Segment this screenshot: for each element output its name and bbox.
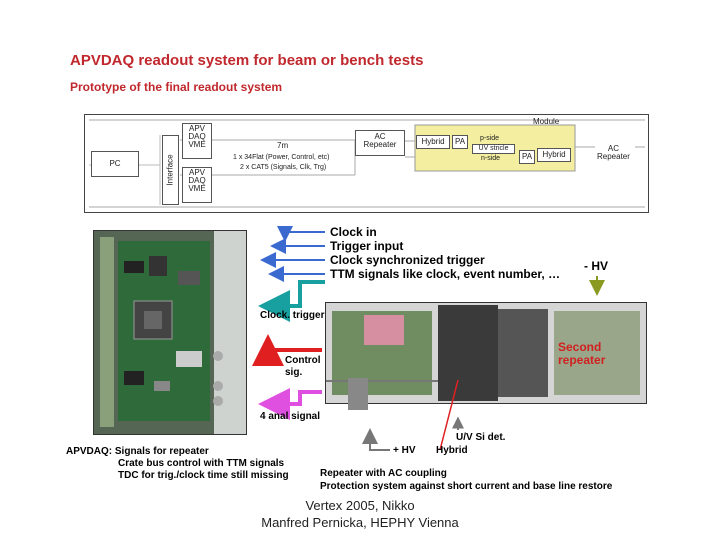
clock-in-label: Clock in — [330, 225, 377, 239]
hybrid-left-box: Hybrid — [416, 135, 450, 149]
bottom-connector — [348, 378, 368, 410]
cable-flat-label: 1 x 34Flat (Power, Control, etc) — [233, 154, 330, 161]
page-subtitle: Prototype of the final readout system — [70, 80, 283, 94]
repeater-illustration — [326, 303, 646, 403]
apvdaq-note-line-3: TDC for trig./clock time still missing — [118, 470, 289, 481]
apvdaq-vme-board-photo — [93, 230, 247, 435]
module-label: Module — [533, 117, 560, 126]
ttm-signals-label: TTM signals like clock, event number, … — [330, 267, 561, 281]
clock-sync-trigger-label: Clock synchronized trigger — [330, 253, 485, 267]
control-signal-label: Control sig. — [285, 355, 321, 378]
minus-hv-label: - HV — [584, 259, 608, 273]
second-repeater-label: Second repeater — [558, 340, 606, 368]
ac-repeater-right-label: AC Repeater — [597, 144, 630, 161]
repeater-note-line-2: Protection system against short current … — [320, 481, 613, 492]
apvdaq-vme-box-2: APV DAQ VME — [182, 167, 212, 203]
pc-box: PC — [91, 151, 139, 177]
cable-cat5-label: 2 x CAT5 (Signals, Clk, Trg) — [240, 164, 327, 171]
hybrid-label: Hybrid — [436, 445, 468, 456]
uv-stricle-box: UV stricle — [472, 144, 515, 154]
repeater-photo: Second repeater — [325, 302, 647, 404]
pa-right-box: PA — [519, 150, 535, 164]
page-title: APVDAQ readout system for beam or bench … — [70, 52, 424, 69]
apvdaq-note-heading: APVDAQ: Signals for repeater — [66, 446, 209, 457]
pa-left-box: PA — [452, 135, 468, 149]
apvdaq-vme-box-1: APV DAQ VME — [182, 123, 212, 159]
ac-repeater-left-box: AC Repeater — [355, 130, 405, 156]
readout-schematic: PC Interface APV DAQ VME APV DAQ VME 7m … — [84, 114, 649, 213]
repeater-note-line-1: Repeater with AC coupling — [320, 468, 447, 479]
cable-length-label: 7m — [277, 141, 289, 150]
plus-hv-label: + HV — [393, 445, 416, 456]
apvdaq-note-line-2: Crate bus control with TTM signals — [118, 458, 285, 469]
hybrid-right-box: Hybrid — [537, 148, 571, 162]
footer-author: Manfred Pernicka, HEPHY Vienna — [261, 515, 459, 530]
uv-si-det-label: U/V Si det. — [456, 432, 506, 443]
analog-signal-label: 4 anal signal — [260, 411, 321, 422]
footer-conference: Vertex 2005, Nikko — [305, 498, 415, 513]
n-side-label: n-side — [481, 155, 501, 162]
interface-box: Interface — [162, 135, 179, 205]
clock-trigger-label: Clock. trigger — [260, 310, 325, 321]
vme-board-illustration — [94, 231, 246, 434]
interface-label: Interface — [165, 154, 175, 186]
p-side-label: p-side — [480, 135, 500, 142]
trigger-input-label: Trigger input — [330, 239, 404, 253]
